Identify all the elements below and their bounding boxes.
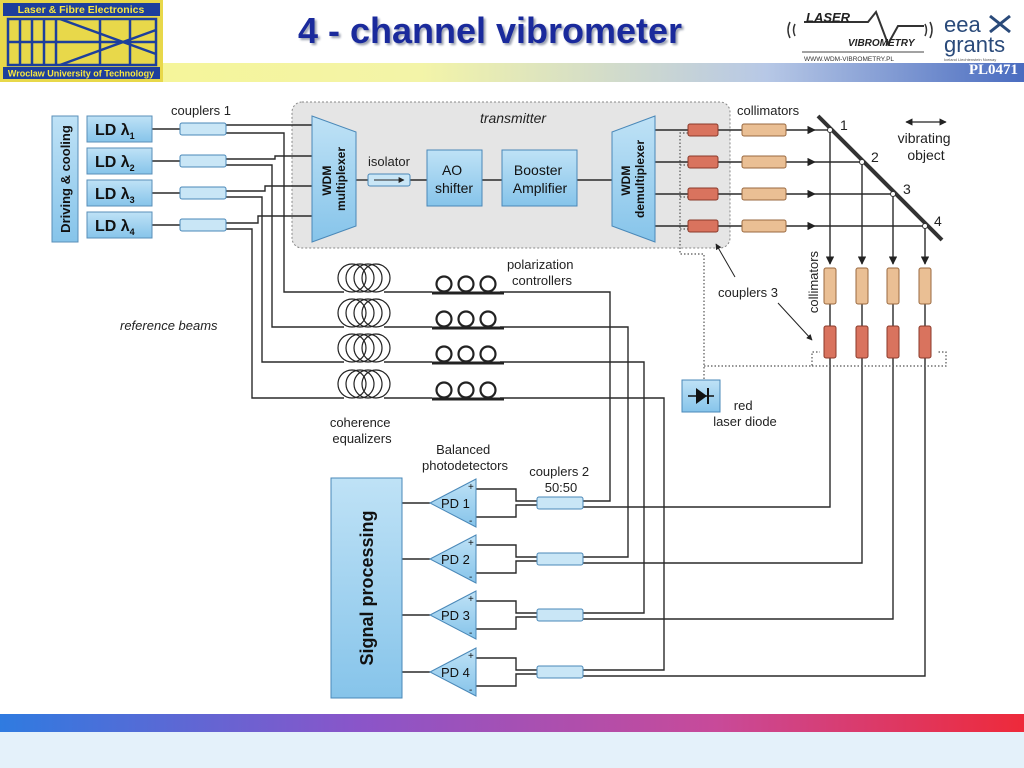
svg-text:-: - [469,628,472,639]
beam-points [827,127,928,229]
red-laser-diode-label: red laser diode [713,398,777,429]
svg-text:LD λ4: LD λ4 [95,218,135,237]
balanced-photodetectors-label: Balanced photodetectors [422,442,509,473]
svg-text:PD 2: PD 2 [441,552,470,567]
wdm-multiplexer [311,115,357,243]
svg-text:LD λ2: LD λ2 [95,154,135,173]
svg-text:3: 3 [903,181,911,197]
vibrometer-diagram: transmitter [0,82,1024,714]
polarization-controllers [432,275,504,401]
isolator-label: isolator [368,154,411,169]
footer-gradient-band [0,714,1024,732]
ao-shifter [426,149,483,207]
svg-text:-: - [469,516,472,527]
partner-logos: LASER VIBROMETRY WWW.WDM-VIBROMETRY.PL e… [787,10,1011,63]
wdm-demultiplexer-label: WDM demultiplexer [619,140,647,218]
free-space-beams [786,125,930,265]
vibrating-object-surface [816,114,944,242]
driving-cooling-label: Driving & cooling [58,125,73,233]
driving-cooling-box [51,115,79,243]
polarization-controllers-label: polarization controllers [507,257,577,288]
svg-text:+: + [468,651,474,662]
collimators-top-label: collimators [737,103,800,118]
reference-beams-label: reference beams [120,318,218,333]
wdm-multiplexer-label: WDM multiplexer [320,147,348,211]
svg-text:eea: eea [944,12,981,37]
coherence-equalizers [337,263,391,399]
couplers3-label: couplers 3 [718,285,778,300]
couplers1 [179,122,227,232]
svg-text:Wroclaw University of Technolo: Wroclaw University of Technology [8,69,154,79]
svg-text:PD 3: PD 3 [441,608,470,623]
couplers2-label: couplers 2 50:50 [529,464,593,495]
project-code: PL0471 [968,62,1018,78]
transmitter-couplers3 [687,123,719,233]
svg-text:2: 2 [871,149,879,165]
collimators-horizontal [741,123,787,233]
vibrating-object-label: vibrating object [898,130,955,163]
svg-text:+: + [468,538,474,549]
booster-amplifier [501,149,578,207]
coherence-equalizers-label: coherence equalizers [330,415,394,446]
slide-title: 4 - channel vibrometer [297,10,683,51]
svg-text:Laser & Fibre Electronics: Laser & Fibre Electronics [18,4,145,16]
university-logo: Laser & Fibre Electronics Wroclaw Univer… [0,0,163,82]
header-gradient-band [163,63,1024,82]
svg-text:grants: grants [944,32,1005,57]
laser-vibrometry-logo: LASER VIBROMETRY WWW.WDM-VIBROMETRY.PL [787,10,933,63]
signal-processing-box [330,477,403,699]
svg-text:-: - [469,572,472,583]
red-laser-lines [679,132,947,380]
svg-text:LD λ1: LD λ1 [95,122,135,141]
wdm-demultiplexer [611,115,656,243]
svg-text:WWW.WDM-VIBROMETRY.PL: WWW.WDM-VIBROMETRY.PL [804,56,894,63]
svg-text:1: 1 [840,117,848,133]
photodetectors: PD 1 PD 2 PD 3 PD 4 + - + - + - + - [428,478,477,697]
ao-shifter-label: AO shifter [435,162,473,196]
eea-grants-logo: eea grants Iceland Liechtenstein Norway [944,12,1011,62]
signal-processing-label: Signal processing [357,510,377,665]
transmitter-label: transmitter [480,110,547,126]
svg-text:4: 4 [934,213,942,229]
beam-numbers: 1 2 3 4 [840,117,942,229]
collimators-side-label: collimators [806,250,821,313]
couplers2 [536,496,584,679]
couplers1-label: couplers 1 [171,103,231,118]
ld-sources: LD λ1 LD λ2 LD λ3 LD λ4 [86,115,153,239]
fiber-lines [152,124,926,687]
svg-text:-: - [469,685,472,696]
svg-text:LD λ3: LD λ3 [95,186,135,205]
svg-text:LASER: LASER [806,10,851,25]
svg-text:PD 4: PD 4 [441,665,470,680]
svg-text:+: + [468,594,474,605]
svg-text:PD 1: PD 1 [441,496,470,511]
svg-text:VIBROMETRY: VIBROMETRY [848,38,916,49]
slide-header: Laser & Fibre Electronics Wroclaw Univer… [0,0,1024,82]
svg-text:Iceland Liechtenstein Norway: Iceland Liechtenstein Norway [944,57,996,62]
svg-text:+: + [468,482,474,493]
collimators-vertical [823,267,932,305]
booster-amplifier-label: Booster Amplifier [513,162,568,196]
couplers3 [823,325,932,359]
footer-area [0,732,1024,768]
